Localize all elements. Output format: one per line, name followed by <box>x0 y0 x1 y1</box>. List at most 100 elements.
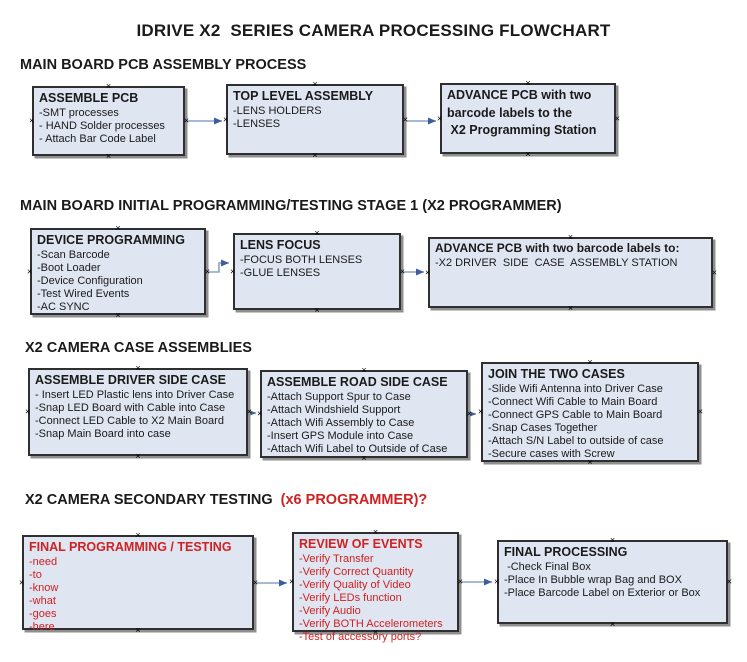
box-item: -Insert GPS Module into Case <box>267 430 414 442</box>
box-item: -AC SYNC <box>37 301 90 313</box>
box-item: -what <box>29 595 56 607</box>
box-item: -Test Wired Events <box>37 288 130 300</box>
box-final-processing[interactable]: FINAL PROCESSING -Check Final Box-Place … <box>494 536 732 629</box>
connection-point-icon: × <box>466 408 472 419</box>
box-item: -Verify Transfer <box>299 553 374 565</box>
box-heading: ASSEMBLE PCB <box>39 91 139 105</box>
box-heading: ADVANCE PCB with two barcode labels to t… <box>447 88 597 137</box>
box-heading: ADVANCE PCB with two barcode labels to: <box>435 241 680 255</box>
section-header-black-part: X2 CAMERA SECONDARY TESTING <box>25 492 277 508</box>
connection-point-icon: × <box>711 267 717 277</box>
connection-point-icon: × <box>402 114 408 124</box>
box-item: -FOCUS BOTH LENSES <box>240 254 363 266</box>
box-item: -Verify LEDs function <box>299 592 402 604</box>
box-item: -Verify Quality of Video <box>299 579 411 591</box>
box-advance-pcb-programming-station[interactable]: ADVANCE PCB with two barcode labels to t… <box>437 79 620 159</box>
box-items: -Verify Transfer-Verify Correct Quantity… <box>299 553 453 644</box>
connection-point-icon: × <box>105 151 112 161</box>
connection-point-icon: × <box>19 577 25 587</box>
box-item: -Attach Wifi Label to Outside of Case <box>267 443 448 455</box>
connection-point-icon: × <box>314 305 320 315</box>
box-item: -Connect GPS Cable to Main Board <box>488 409 663 421</box>
box-final-programming-testing[interactable]: FINAL PROGRAMMING / TESTING -need-to-kno… <box>19 531 258 635</box>
connection-point-icon: × <box>726 576 732 587</box>
box-items: -X2 DRIVER SIDE CASE ASSEMBLY STATION <box>435 257 707 270</box>
connection-point-icon: × <box>399 266 405 276</box>
connection-point-icon: × <box>204 266 210 276</box>
box-advance-pcb-driver-side[interactable]: ADVANCE PCB with two barcode labels to: … <box>425 233 717 313</box>
box-assemble-pcb[interactable]: ASSEMBLE PCB -SMT processes- HAND Solder… <box>29 82 189 161</box>
connection-point-icon: × <box>183 115 189 126</box>
box-item: -Snap LED Board with Cable into Case <box>35 402 226 414</box>
section-header-red-part: (x6 PROGRAMMER)? <box>276 492 428 508</box>
box-item: -SMT processes <box>39 107 119 119</box>
box-item: - Attach Bar Code Label <box>39 133 156 145</box>
box-heading: ASSEMBLE ROAD SIDE CASE <box>267 375 448 389</box>
box-item: -here <box>29 621 55 633</box>
connection-point-icon: × <box>457 576 463 587</box>
connection-point-icon: × <box>697 406 703 417</box>
box-item: -Verify Audio <box>299 605 361 617</box>
connection-point-icon: × <box>29 115 35 126</box>
flow-arrow-elbow <box>206 259 229 273</box>
connection-point-icon: × <box>230 266 236 276</box>
section-header-case-assemblies: X2 CAMERA CASE ASSEMBLIES <box>25 340 252 356</box>
box-review-of-events[interactable]: REVIEW OF EVENTS -Verify Transfer-Verify… <box>289 528 463 644</box>
box-item: -Check Final Box <box>504 561 591 573</box>
box-join-the-two-cases[interactable]: JOIN THE TWO CASES -Slide Wifi Antenna i… <box>478 358 703 467</box>
box-item: -know <box>29 582 59 594</box>
box-items: -SMT processes- HAND Solder processes- A… <box>39 107 179 146</box>
box-item: -GLUE LENSES <box>240 267 321 279</box>
box-item: -Place Barcode Label on Exterior or Box <box>504 587 701 599</box>
box-items: -Scan Barcode-Boot Loader-Device Configu… <box>37 249 200 314</box>
box-assemble-driver-side-case[interactable]: ASSEMBLE DRIVER SIDE CASE - Insert LED P… <box>25 364 252 461</box>
box-item: -Snap Cases Together <box>488 422 598 434</box>
box-item: -Attach Wifi Assembly to Case <box>267 417 415 429</box>
page-title: IDRIVE X2 SERIES CAMERA PROCESSING FLOWC… <box>136 21 611 40</box>
box-item: -to <box>29 569 42 581</box>
box-items: -need-to-know-what-goes-here <box>29 556 248 634</box>
box-items: - Insert LED Plastic lens into Driver Ca… <box>35 389 242 441</box>
box-heading: FINAL PROGRAMMING / TESTING <box>29 540 232 554</box>
connection-point-icon: × <box>289 576 295 587</box>
box-assemble-road-side-case[interactable]: ASSEMBLE ROAD SIDE CASE -Attach Support … <box>257 366 472 463</box>
box-lens-focus[interactable]: LENS FOCUS -FOCUS BOTH LENSES-GLUE LENSE… <box>230 229 405 315</box>
box-item: -Device Configuration <box>37 275 143 287</box>
box-items: -Check Final Box-Place In Bubble wrap Ba… <box>504 561 722 600</box>
box-item: -X2 DRIVER SIDE CASE ASSEMBLY STATION <box>435 257 678 270</box>
box-item: -Boot Loader <box>37 262 101 274</box>
connection-point-icon: × <box>25 406 31 417</box>
box-item: -Place In Bubble wrap Bag and BOX <box>504 574 682 586</box>
connection-point-icon: × <box>135 451 141 461</box>
box-item: -need <box>29 556 58 568</box>
box-items: -LENS HOLDERS-LENSES <box>233 105 398 131</box>
box-item: -LENS HOLDERS <box>233 105 322 117</box>
box-items: -FOCUS BOTH LENSES-GLUE LENSES <box>240 254 395 280</box>
box-item: -Connect Wifi Cable to Main Board <box>488 396 658 408</box>
box-item: -Verify Correct Quantity <box>299 566 414 578</box>
box-heading: DEVICE PROGRAMMING <box>37 233 185 247</box>
section-header-secondary-testing: X2 CAMERA SECONDARY TESTING (x6 PROGRAMM… <box>25 492 427 508</box>
connection-point-icon: × <box>312 150 318 160</box>
box-device-programming[interactable]: DEVICE PROGRAMMING -Scan Barcode-Boot Lo… <box>27 224 210 320</box>
box-heading: REVIEW OF EVENTS <box>299 537 423 551</box>
box-item: -Snap Main Board into case <box>35 428 171 440</box>
connection-point-icon: × <box>614 113 620 123</box>
connection-point-icon: × <box>494 576 500 587</box>
box-item: - HAND Solder processes <box>39 120 165 132</box>
box-item: -Attach S/N Label to outside of case <box>488 435 664 447</box>
connection-point-icon: × <box>437 113 443 123</box>
box-item: -Attach Windshield Support <box>267 404 401 416</box>
box-item: -Attach Support Spur to Case <box>267 391 411 403</box>
box-heading: TOP LEVEL ASSEMBLY <box>233 89 374 103</box>
box-heading: LENS FOCUS <box>240 238 321 252</box>
box-top-level-assembly[interactable]: TOP LEVEL ASSEMBLY -LENS HOLDERS-LENSES … <box>223 80 408 160</box>
connection-point-icon: × <box>252 577 258 587</box>
section-header-initial-programming: MAIN BOARD INITIAL PROGRAMMING/TESTING S… <box>20 198 562 214</box>
box-item: -Scan Barcode <box>37 249 110 261</box>
connection-point-icon: × <box>27 266 33 276</box>
box-items: -Attach Support Spur to Case-Attach Wind… <box>267 391 462 456</box>
box-heading: ASSEMBLE DRIVER SIDE CASE <box>35 373 227 387</box>
connection-point-icon: × <box>257 408 263 419</box>
